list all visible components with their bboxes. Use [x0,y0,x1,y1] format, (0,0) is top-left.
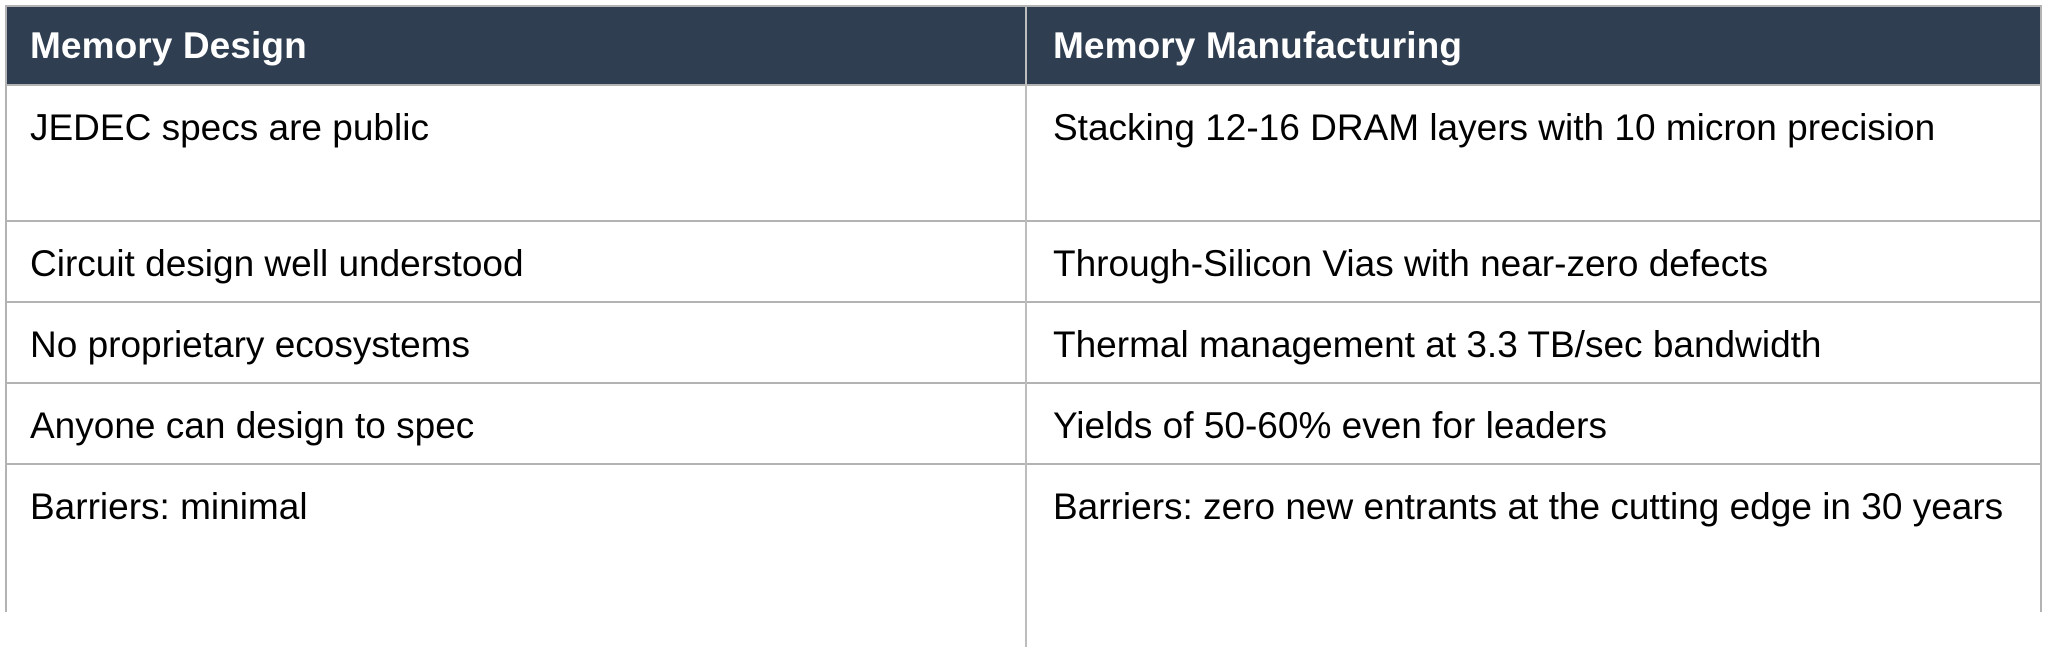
cell-text: Circuit design well understood [30,243,524,284]
table-row: Circuit design well understood Through-S… [7,220,2040,302]
column-header-memory-manufacturing: Memory Manufacturing [1025,7,2040,85]
cell-memory-design: Anyone can design to spec [7,382,1026,464]
page-root: Memory Design Memory Manufacturing JEDEC… [5,5,2042,647]
comparison-table: Memory Design Memory Manufacturing JEDEC… [7,7,2040,647]
cell-memory-design: Circuit design well understood [7,220,1026,302]
table-row: JEDEC specs are public Stacking 12-16 DR… [7,84,2040,221]
cell-memory-manufacturing: Barriers: zero new entrants at the cutti… [1025,463,2040,647]
table-row: Barriers: minimal Barriers: zero new ent… [7,463,2040,647]
cell-text: Thermal management at 3.3 TB/sec bandwid… [1053,324,1822,365]
cell-memory-manufacturing: Thermal management at 3.3 TB/sec bandwid… [1025,301,2040,383]
table-row: Anyone can design to spec Yields of 50-6… [7,382,2040,464]
table-header-row: Memory Design Memory Manufacturing [7,7,2040,85]
table-row: No proprietary ecosystems Thermal manage… [7,301,2040,383]
cell-text: Barriers: zero new entrants at the cutti… [1053,486,2004,527]
column-header-memory-design: Memory Design [7,7,1026,85]
table-header: Memory Design Memory Manufacturing [7,7,2040,85]
cell-text: Anyone can design to spec [30,405,475,446]
cell-memory-design: JEDEC specs are public [7,84,1026,221]
cell-memory-design: No proprietary ecosystems [7,301,1026,383]
cell-memory-design: Barriers: minimal [7,463,1026,647]
cell-text: No proprietary ecosystems [30,324,471,365]
comparison-table-container: Memory Design Memory Manufacturing JEDEC… [5,5,2042,647]
cell-memory-manufacturing: Yields of 50-60% even for leaders [1025,382,2040,464]
cell-text: Yields of 50-60% even for leaders [1053,405,1607,446]
cell-memory-manufacturing: Stacking 12-16 DRAM layers with 10 micro… [1025,84,2040,221]
cell-text: Barriers: minimal [30,486,308,527]
cell-memory-manufacturing: Through-Silicon Vias with near-zero defe… [1025,220,2040,302]
cell-text: Through-Silicon Vias with near-zero defe… [1053,243,1768,284]
table-body: JEDEC specs are public Stacking 12-16 DR… [7,84,2040,647]
cell-text: Stacking 12-16 DRAM layers with 10 micro… [1053,107,1936,148]
cell-text: JEDEC specs are public [30,107,429,148]
